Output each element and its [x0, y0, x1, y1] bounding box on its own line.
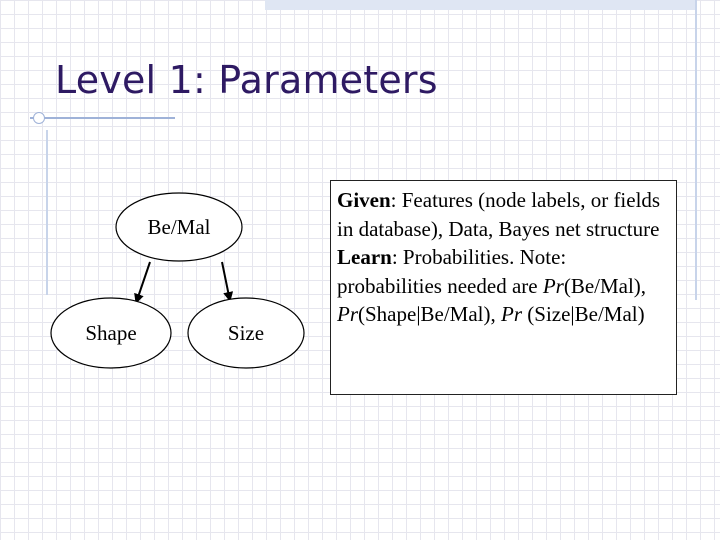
learn-label: Learn [337, 245, 392, 269]
pr-arg-2: (Shape|Be/Mal), [358, 302, 502, 326]
pr-arg-3: (Size|Be/Mal) [522, 302, 645, 326]
node-size: Size [187, 297, 305, 369]
given-label: Given [337, 188, 391, 212]
node-label-be-mal: Be/Mal [148, 215, 211, 239]
slide-title: Level 1: Parameters [55, 58, 438, 102]
given-text: : Features (node labels, or fields in da… [337, 188, 661, 241]
node-label-size: Size [228, 321, 264, 345]
edge-bemal-shape [134, 261, 151, 304]
description-text: Given: Features (node labels, or fields … [337, 186, 670, 329]
node-label-shape: Shape [85, 321, 136, 345]
pr-arg-1: (Be/Mal), [563, 273, 647, 298]
title-underline [30, 117, 175, 119]
description-textbox: Given: Features (node labels, or fields … [330, 180, 677, 395]
right-decor-line [695, 0, 697, 300]
left-decor-line [46, 130, 48, 295]
node-be-mal: Be/Mal [115, 192, 243, 262]
edge-bemal-size [221, 261, 234, 302]
pr-label-1: Pr [542, 273, 564, 298]
pr-label-3: Pr [501, 302, 523, 326]
learn-text: : Probabilities. Note: probabilities nee… [337, 245, 567, 298]
pr-label-2: Pr [337, 302, 358, 326]
target-circle-icon [33, 112, 45, 124]
top-decor-band [265, 0, 695, 10]
node-shape: Shape [50, 297, 172, 369]
